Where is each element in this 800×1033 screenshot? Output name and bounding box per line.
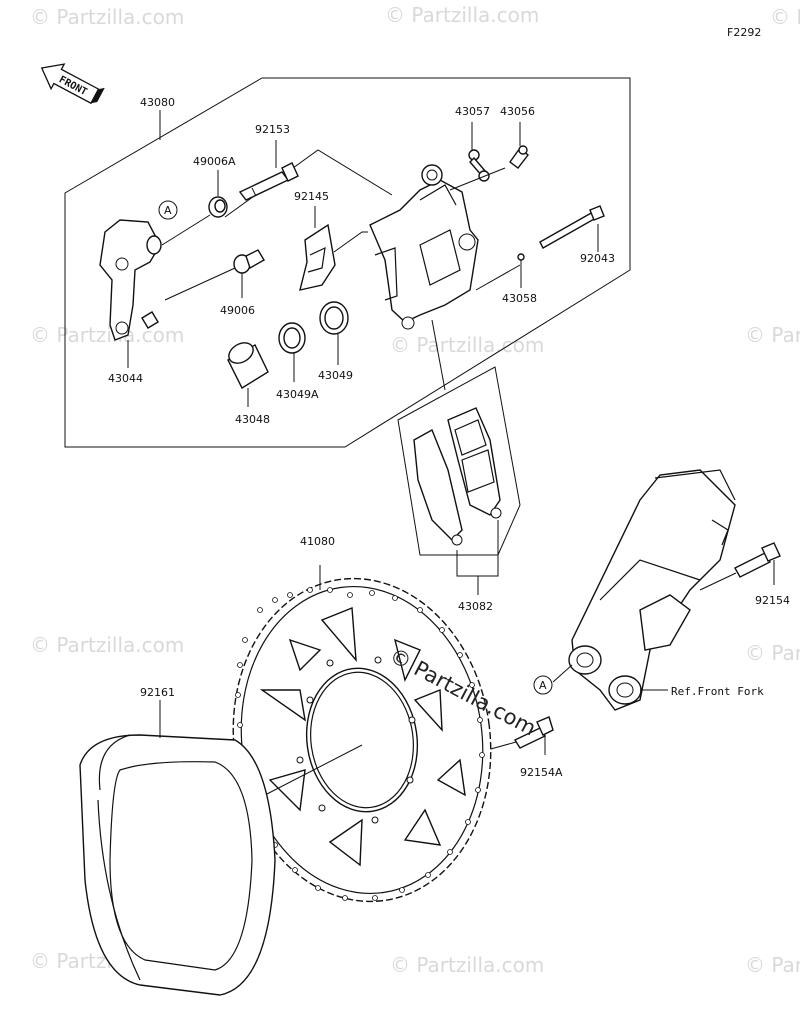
pad-pin-92043 [539, 205, 605, 249]
piston-43048 [227, 342, 269, 389]
piston-seal-43049 [319, 301, 349, 335]
label-92154a: 92154A [520, 766, 563, 779]
label-43049: 43049 [318, 369, 353, 382]
watermark: © Partzilla.com [390, 333, 544, 357]
dust-seal-43049a [278, 322, 306, 354]
front-fork [568, 469, 736, 711]
label-43056: 43056 [500, 105, 535, 118]
label-92043: 92043 [580, 252, 615, 265]
watermark-layer: © Partzilla.com © Partzilla.com © Partzi… [30, 3, 800, 977]
label-41080: 41080 [300, 535, 335, 548]
label-43058: 43058 [502, 292, 537, 305]
pin-92153 [238, 162, 299, 201]
caliper-body [369, 164, 479, 330]
bleeder-cap-43057 [468, 149, 490, 182]
watermark: © Partzilla.com [390, 953, 544, 977]
label-92153: 92153 [255, 123, 290, 136]
watermark: © Partzilla.com [745, 323, 800, 347]
label-49006a: 49006A [193, 155, 236, 168]
boot-49006a [208, 196, 228, 218]
ref-front-fork: Ref.Front Fork [671, 685, 764, 698]
front-arrow-icon: FRONT [40, 63, 105, 105]
label-43049a: 43049A [276, 388, 319, 401]
watermark: © Partzilla.com [745, 953, 800, 977]
watermark: © Partzilla.com [30, 5, 184, 29]
caliper-bracket [99, 219, 162, 341]
bleeder-valve-43056 [509, 145, 529, 169]
callout-a-circle [533, 675, 553, 695]
label-92154: 92154 [755, 594, 790, 607]
band-ring-92161 [79, 734, 276, 996]
callout-a: A [164, 204, 172, 217]
pad-set-box [397, 366, 521, 556]
callout-a: A [539, 679, 547, 692]
label-43048: 43048 [235, 413, 270, 426]
label-43080: 43080 [140, 96, 175, 109]
pad-spring-92145 [299, 223, 336, 291]
label-49006: 49006 [220, 304, 255, 317]
brake-disc [232, 577, 492, 903]
label-92161: 92161 [140, 686, 175, 699]
watermark: © Partzilla.com [385, 3, 539, 27]
watermark: © Partzilla.com [770, 5, 800, 29]
label-43082: 43082 [458, 600, 493, 613]
watermark: © Partzilla.com [745, 641, 800, 665]
label-43044: 43044 [108, 372, 143, 385]
label-92145: 92145 [294, 190, 329, 203]
clip-43058 [517, 253, 525, 261]
callout-a-circle [158, 200, 178, 220]
figure-code: F2292 [727, 26, 761, 39]
watermark: © Partzilla.com [30, 633, 184, 657]
watermark: © Partzilla.com [30, 323, 184, 347]
brake-pads [413, 407, 502, 546]
caliper-assembly-box [64, 77, 631, 448]
label-43057: 43057 [455, 105, 490, 118]
boot-49006 [233, 249, 265, 274]
bolt-92154 [734, 542, 781, 578]
